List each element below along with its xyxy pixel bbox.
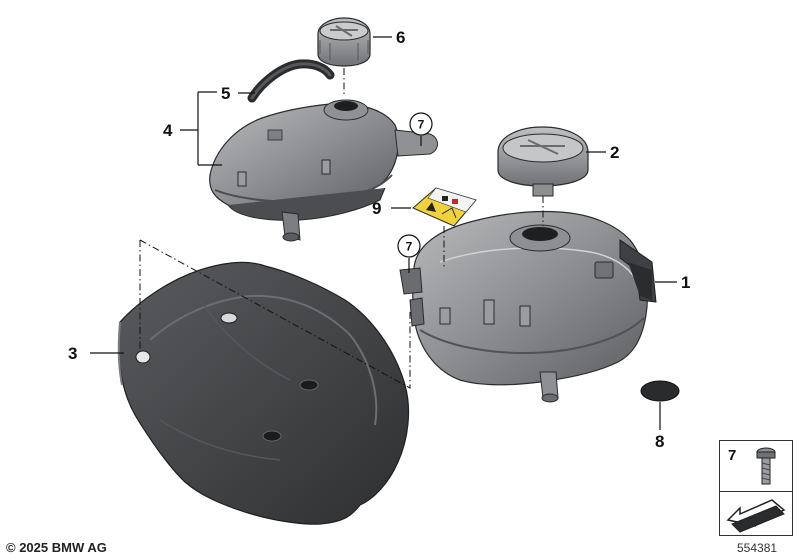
callout-4: 4 (163, 121, 173, 140)
legend-bolt-cell: 7 (720, 441, 792, 492)
legend-item-number: 7 (728, 447, 737, 464)
heat-shield-part-3 (117, 261, 410, 525)
callout-9: 9 (372, 199, 381, 218)
arrow-icon (726, 499, 786, 533)
diagram-number: 554381 (737, 541, 778, 555)
callout-7-upper: 7 (418, 118, 425, 132)
assembly-lines (139, 68, 544, 389)
bolt-icon (756, 447, 776, 485)
cap-part-2 (497, 126, 589, 197)
plug-part-8 (640, 380, 680, 402)
callout-6: 6 (396, 28, 405, 47)
copyright-text: © 2025 BMW AG (6, 540, 107, 555)
callout-2: 2 (610, 143, 619, 162)
legend-box: 7 (719, 440, 793, 536)
expansion-tank-part-1 (399, 210, 657, 403)
callout-3: 3 (68, 344, 77, 363)
hose-part-5 (247, 59, 335, 103)
leader-lines (90, 36, 677, 430)
expansion-tank-part-4 (209, 99, 438, 242)
cap-part-6 (317, 17, 371, 67)
callout-7-lower: 7 (406, 240, 413, 254)
warning-label-part-9 (412, 187, 477, 227)
callout-5: 5 (221, 84, 230, 103)
callout-8: 8 (655, 432, 664, 451)
callout-1: 1 (681, 273, 690, 292)
callout-labels: 1 2 3 4 5 6 7 7 8 9 (68, 28, 690, 451)
